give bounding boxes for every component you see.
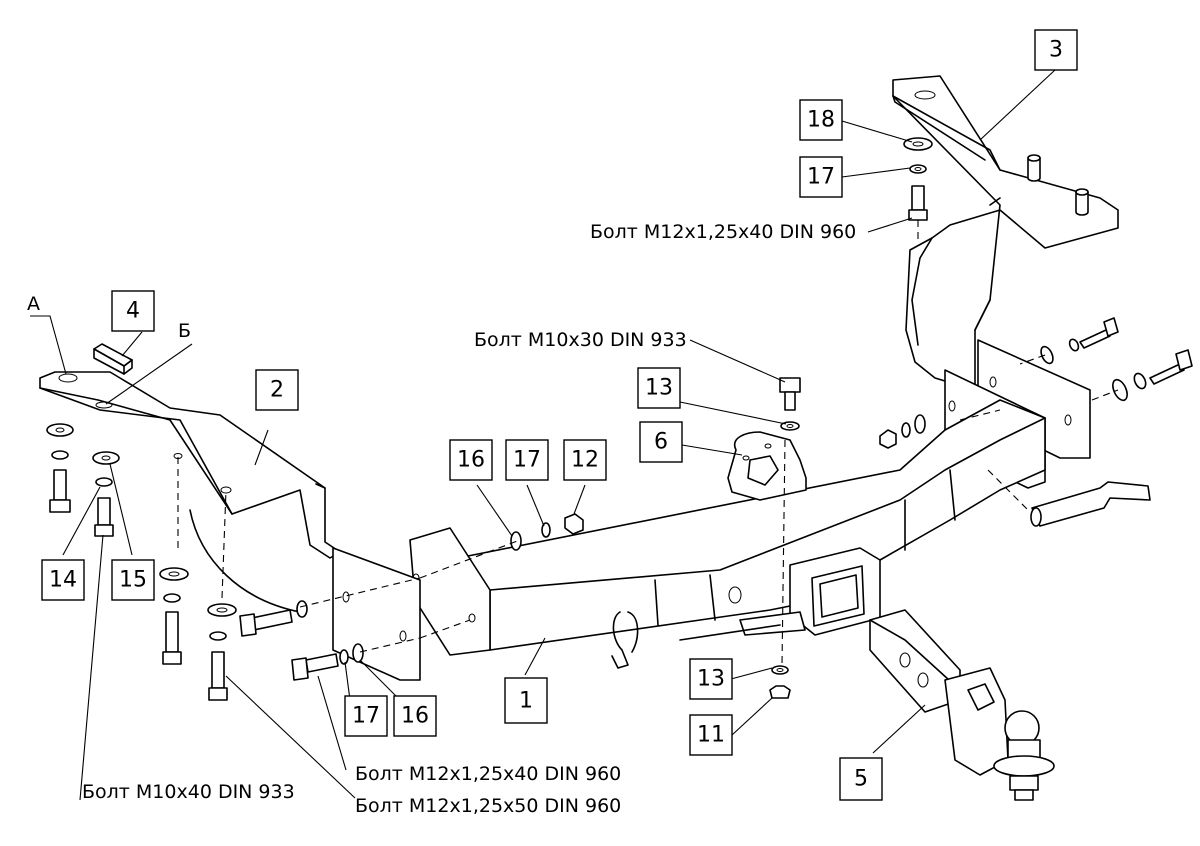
marker-letter-b: Б: [178, 320, 191, 342]
callout-17-center: 17: [505, 439, 549, 481]
right-bracket-part-3: [892, 75, 1119, 391]
bolt-label-m12x50: Болт M12x1,25x50 DIN 960: [355, 795, 621, 817]
left-horizontal-bolts: [239, 600, 364, 681]
svg-text:17: 17: [352, 704, 380, 729]
assembly-axis-lines: [177, 220, 1119, 666]
svg-text:17: 17: [513, 448, 541, 473]
callout-16-bottom: 16: [393, 695, 437, 737]
svg-text:13: 13: [645, 376, 673, 401]
svg-text:18: 18: [807, 108, 835, 133]
svg-text:3: 3: [1049, 38, 1063, 63]
svg-text:1: 1: [519, 689, 533, 714]
spacer-plate-part-4: [93, 343, 133, 375]
callout-5: 5: [839, 757, 883, 801]
right-side-bolts: [1040, 317, 1193, 402]
svg-text:4: 4: [126, 299, 140, 324]
bolt-label-m10x40: Болт M10x40 DIN 933: [82, 781, 295, 803]
callout-16-center: 16: [449, 439, 493, 481]
callout-11: 11: [689, 714, 733, 756]
callout-4: 4: [111, 290, 155, 332]
svg-text:13: 13: [697, 667, 725, 692]
left-fastener-stack-b: [92, 451, 120, 537]
svg-text:17: 17: [807, 165, 835, 190]
center-bolt-m10x30: [779, 377, 801, 431]
marker-letter-a: А: [27, 293, 40, 315]
lower-nut-stack: [769, 665, 791, 699]
svg-text:6: 6: [654, 430, 668, 455]
callout-3: 3: [1034, 29, 1078, 71]
svg-text:16: 16: [457, 448, 485, 473]
callout-6: 6: [639, 421, 683, 463]
locking-pin: [1030, 481, 1151, 527]
right-plate-fasteners: [879, 414, 926, 449]
hitch-pin-clip: [611, 611, 639, 669]
callout-13-bottom: 13: [689, 658, 733, 700]
svg-text:2: 2: [270, 378, 284, 403]
svg-text:11: 11: [697, 723, 725, 748]
callout-13-top: 13: [637, 367, 681, 409]
socket-plate-part-6: [727, 431, 807, 501]
svg-text:5: 5: [854, 767, 868, 792]
svg-text:15: 15: [119, 568, 147, 593]
svg-text:16: 16: [401, 704, 429, 729]
svg-text:14: 14: [49, 568, 77, 593]
ball-mount-part-5: [869, 609, 1055, 801]
callout-1: 1: [504, 677, 548, 724]
leader-lines: [30, 69, 1056, 801]
bolt-label-m10x30: Болт M10x30 DIN 933: [474, 329, 687, 351]
left-fastener-stack-a: [46, 423, 74, 513]
bolt-label-m12x40-bottom: Болт M12x1,25x40 DIN 960: [355, 763, 621, 785]
callout-17-top: 17: [799, 156, 843, 198]
top-right-fastener-stack: [903, 137, 933, 221]
main-crossbar-part-1: [409, 399, 1046, 656]
callout-14: 14: [41, 559, 85, 601]
bolt-label-m12x40-top: Болт M12x1,25x40 DIN 960: [590, 221, 856, 243]
callout-15: 15: [111, 559, 155, 601]
left-fastener-stack-d: [207, 603, 237, 701]
callout-17-bottom: 17: [344, 695, 388, 737]
svg-text:12: 12: [571, 448, 599, 473]
callout-12: 12: [563, 439, 607, 481]
left-fastener-stack-c: [159, 567, 189, 665]
callout-2: 2: [255, 369, 299, 411]
callout-18: 18: [799, 99, 843, 141]
